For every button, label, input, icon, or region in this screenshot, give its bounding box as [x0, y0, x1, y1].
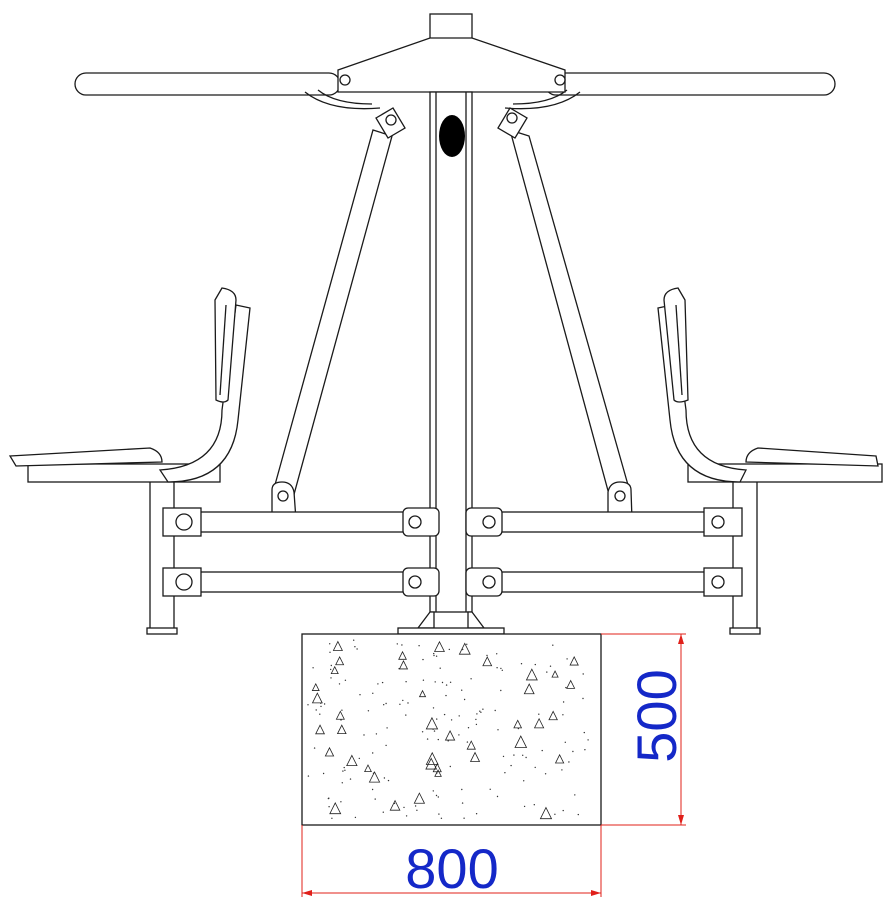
- width-dimension-label: 800: [405, 837, 498, 897]
- right-handle-bar: [544, 72, 836, 96]
- right-upper-link: [494, 511, 718, 533]
- left-seat-post: [149, 477, 175, 634]
- pivot-head-left: [339, 74, 351, 86]
- pivot-head-right: [554, 74, 566, 86]
- left-lower-link: [187, 571, 409, 593]
- right-handle-bracket: [504, 91, 581, 110]
- mast-hole: [439, 115, 465, 157]
- height-dimension-label: 500: [625, 669, 688, 762]
- right-diagonal-arm: [509, 129, 631, 499]
- height-dimension: [601, 633, 686, 826]
- concrete-texture: [307, 639, 589, 820]
- left-seat-cushion: [8, 447, 163, 467]
- left-diagonal-arm: [272, 129, 393, 499]
- width-dimension: [301, 825, 602, 897]
- right-lower-link: [494, 571, 718, 593]
- head-plate: [337, 37, 566, 93]
- left-seat-back-frame: [158, 304, 251, 483]
- right-seat-backrest: [663, 287, 689, 403]
- left-seat-backrest: [214, 287, 237, 403]
- central-mast: [429, 91, 473, 613]
- top-cap: [429, 13, 473, 40]
- base-plate: [397, 627, 505, 635]
- right-seat-cushion: [745, 447, 879, 467]
- concrete-foundation: [301, 633, 602, 826]
- left-handle-bar: [74, 72, 341, 96]
- left-handle-bracket: [304, 91, 381, 110]
- right-seat-back-frame: [657, 304, 748, 483]
- right-seat-post: [732, 477, 758, 634]
- left-upper-link: [187, 511, 409, 533]
